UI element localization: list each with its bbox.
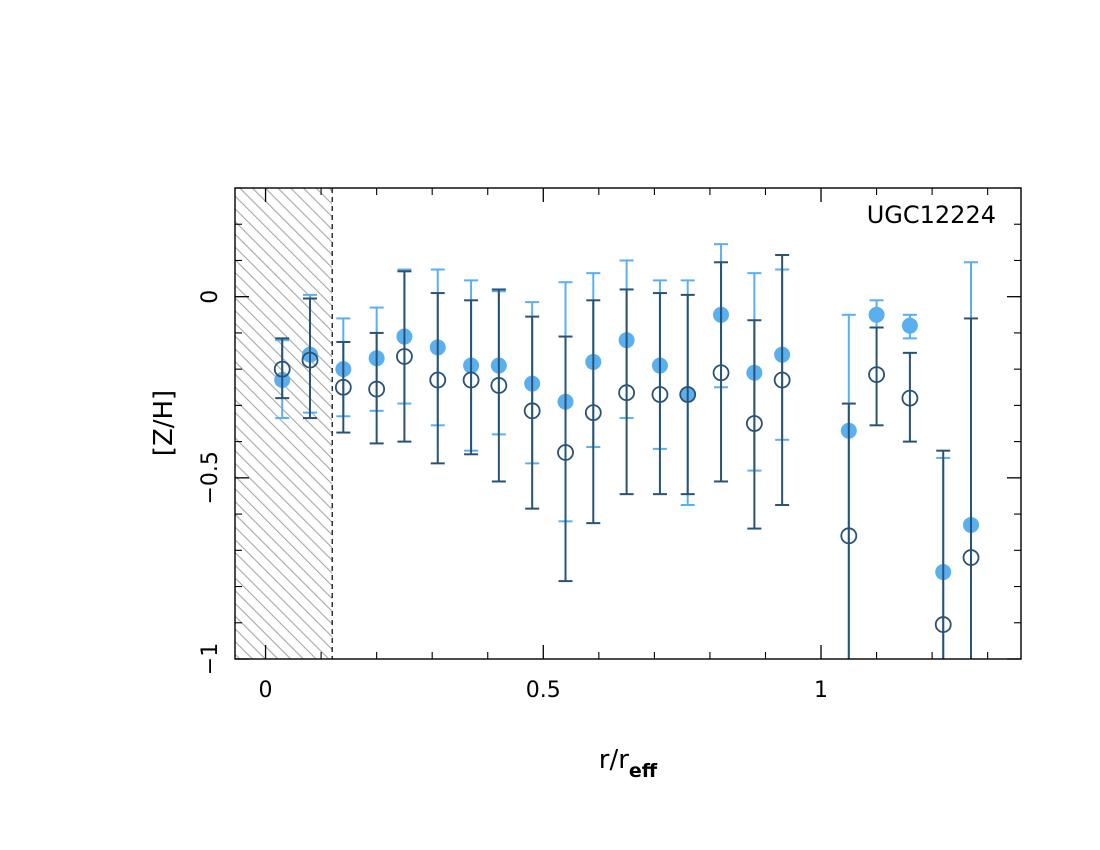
x-axis-label: r/reff xyxy=(599,745,658,782)
data-point-open xyxy=(462,371,480,389)
data-point-filled xyxy=(868,306,885,323)
data-point-open xyxy=(651,386,669,403)
data-point-filled xyxy=(901,317,918,334)
data-point-open xyxy=(868,366,885,383)
data-point-open xyxy=(901,389,919,407)
data-point-open xyxy=(396,348,413,365)
y-tick-label: −0.5 xyxy=(198,451,223,504)
data-point-open xyxy=(934,616,952,633)
axes: 0 0.5 1 −1 −0.5 0 xyxy=(198,187,1022,703)
data-point-open xyxy=(712,364,730,382)
data-point-open xyxy=(429,371,447,389)
data-point-open xyxy=(301,351,319,369)
y-tick-label: −1 xyxy=(198,643,223,675)
data-point-open xyxy=(773,371,791,389)
data-point-open xyxy=(745,415,763,432)
data-point-open xyxy=(334,378,352,396)
data-point-open xyxy=(962,549,980,566)
y-axis-label: [Z/H] xyxy=(149,390,179,456)
galaxy-label: UGC12224 xyxy=(867,201,996,229)
data-point-open xyxy=(490,377,508,394)
data-point-open xyxy=(679,386,697,403)
data-point-open xyxy=(840,527,858,545)
data-point-open xyxy=(618,384,636,402)
data-point-open xyxy=(523,402,541,420)
hatch-fill xyxy=(235,188,333,659)
data-point-open xyxy=(557,444,574,461)
x-tick-label: 0 xyxy=(259,678,273,703)
x-tick-label: 1 xyxy=(814,678,828,703)
y-tick-label: 0 xyxy=(198,290,223,304)
data-point-open xyxy=(368,380,386,398)
plot-frame xyxy=(234,187,1022,660)
excluded-region xyxy=(235,188,333,659)
x-tick-label: 0.5 xyxy=(526,678,561,703)
data-point-open xyxy=(273,360,291,378)
data-series xyxy=(273,243,980,659)
x-axis-label-sub: eff xyxy=(629,760,658,782)
x-axis-label-main: r/r xyxy=(599,745,629,775)
series-open xyxy=(273,254,980,659)
data-point-open xyxy=(584,404,602,422)
